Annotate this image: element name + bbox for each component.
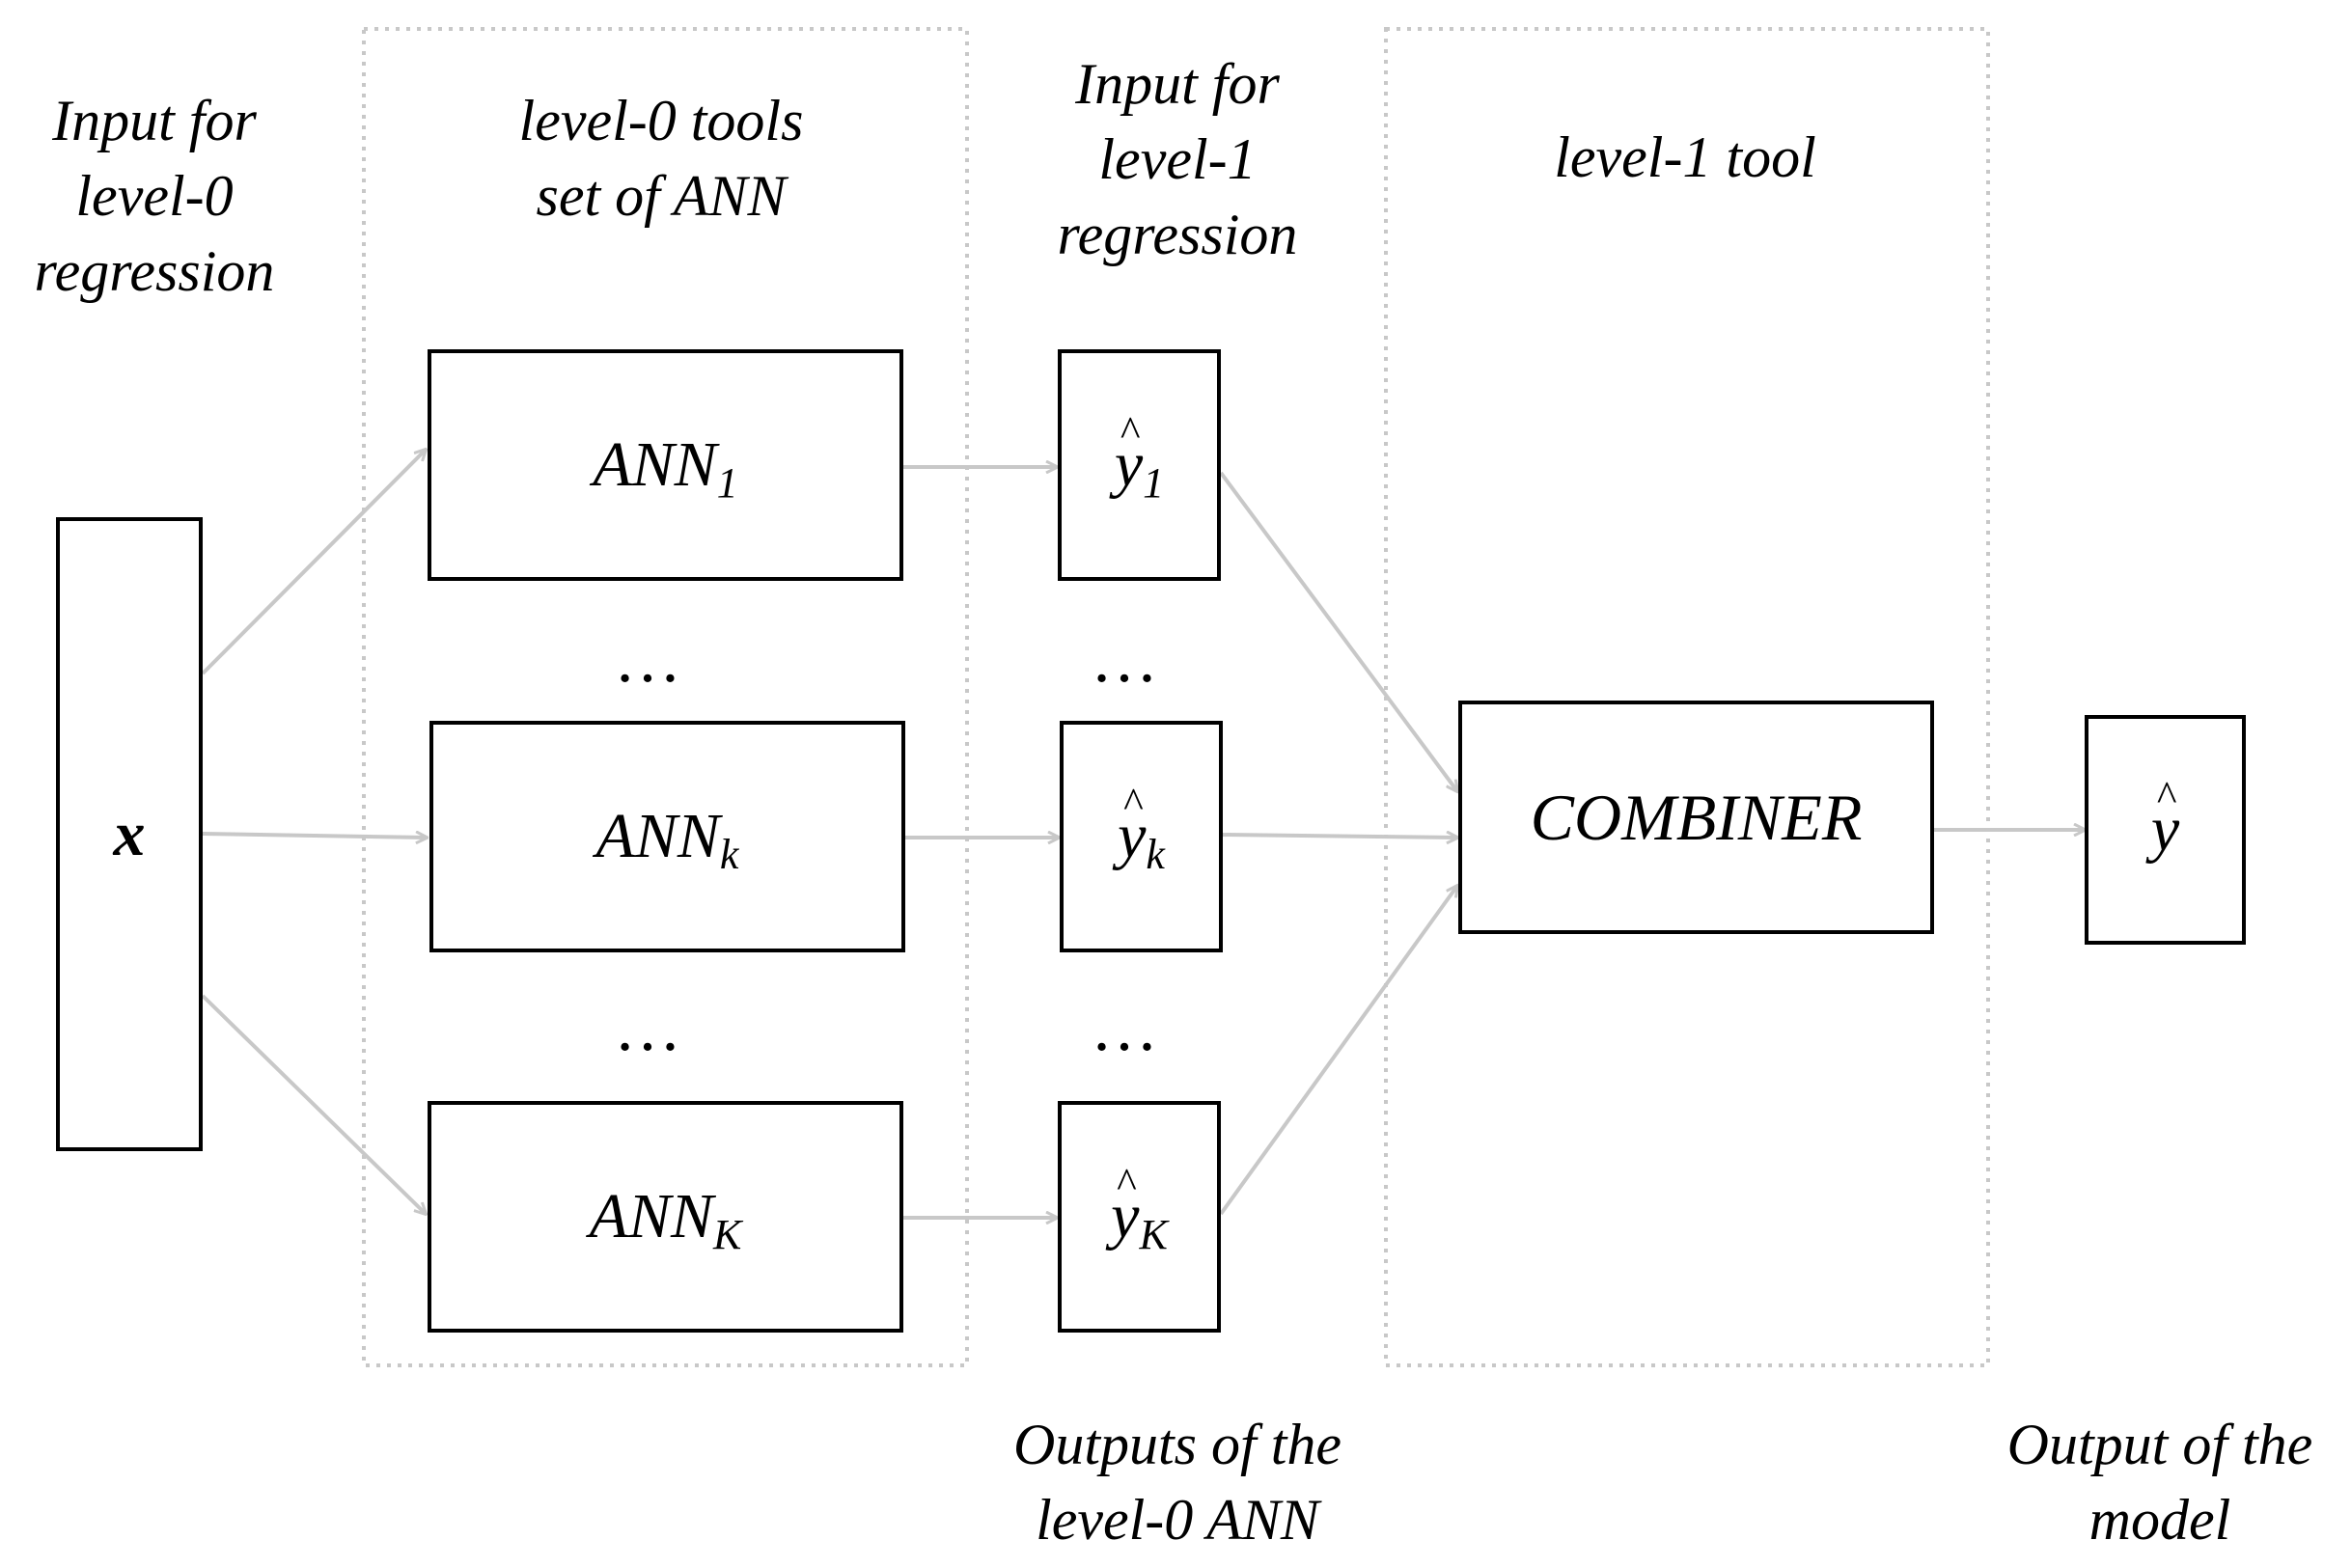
ann-label: ANN: [593, 429, 717, 500]
yhat-subscript: K: [1139, 1210, 1168, 1258]
label-input-level0: Input for level-0 regression: [34, 89, 275, 303]
arrow-yK-to-combiner: [1219, 886, 1457, 1216]
yhat-subscript: k: [1146, 830, 1165, 878]
label-outputs-level0: Outputs of the level-0 ANN: [1013, 1413, 1341, 1552]
ellipsis-ann-lower: …: [614, 991, 689, 1065]
output-yhat-node: y: [2085, 715, 2246, 945]
label-output-model: Output of the model: [2006, 1413, 2313, 1552]
level1-group-border: [1384, 27, 1990, 1367]
input-x-node: x: [56, 517, 203, 1151]
ann-subscript: K: [713, 1210, 742, 1258]
yhat-node-k: yk: [1060, 721, 1223, 952]
ann-label: ANN: [595, 801, 720, 871]
ellipsis-ann-upper: …: [614, 622, 689, 697]
ellipsis-yhat-upper: …: [1091, 622, 1166, 697]
input-x-label: x: [113, 798, 146, 869]
ellipsis-yhat-lower: …: [1091, 991, 1166, 1065]
label-input-level1: Input for level-1 regression: [1057, 52, 1298, 266]
output-yhat-label: y: [2151, 772, 2179, 867]
combiner-node: COMBINER: [1458, 701, 1934, 934]
combiner-label: COMBINER: [1530, 780, 1863, 854]
ann-label: ANN: [589, 1181, 713, 1252]
arrow-y1-to-combiner: [1219, 471, 1457, 791]
yhat-node-1: y1: [1058, 349, 1221, 581]
arrow-x-to-annK: [201, 994, 426, 1214]
ann-subscript: 1: [716, 458, 738, 507]
yhat-label: y: [1115, 407, 1143, 502]
yhat-subscript: 1: [1143, 458, 1165, 507]
yhat-label: y: [1111, 1159, 1139, 1253]
ann-subscript: k: [719, 830, 739, 878]
arrow-x-to-annk: [202, 834, 427, 838]
level0-group-border: [362, 27, 969, 1367]
label-level0-tools: level-0 tools set of ANN: [518, 89, 804, 228]
yhat-node-K: yK: [1058, 1101, 1221, 1333]
arrow-yk-to-combiner: [1220, 835, 1457, 838]
yhat-label: y: [1118, 779, 1146, 873]
arrow-x-to-ann1: [201, 450, 426, 675]
label-level1-tool: level-1 tool: [1554, 125, 1816, 189]
